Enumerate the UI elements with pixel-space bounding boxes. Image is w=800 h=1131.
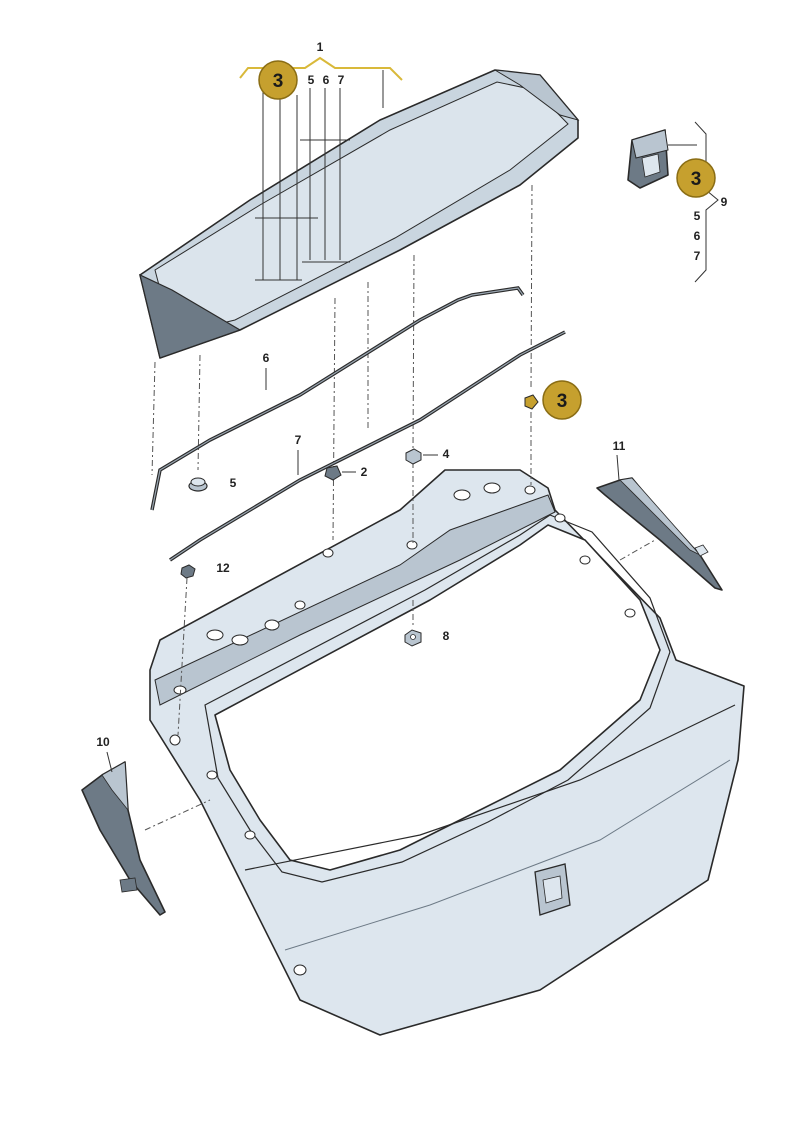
callout-5: 5	[230, 476, 237, 490]
tailgate[interactable]	[149, 469, 745, 1036]
seal-6[interactable]	[150, 286, 525, 511]
nut-8[interactable]	[404, 629, 422, 647]
clip-2[interactable]	[324, 465, 342, 481]
nut-12[interactable]	[180, 564, 196, 579]
callout-leaders	[106, 368, 620, 773]
callout-11: 11	[613, 439, 626, 453]
callout-spoiler-7: 7	[338, 73, 345, 87]
right-trim-icon[interactable]	[596, 477, 723, 591]
callout-10: 10	[96, 735, 110, 749]
tailgate-window-opening	[214, 524, 661, 871]
badge-spoiler[interactable]: 3	[258, 60, 298, 100]
callout-set-7: 7	[694, 249, 701, 263]
callout-set-5: 5	[694, 209, 701, 223]
clip-3[interactable]	[524, 394, 539, 410]
svg-text:3: 3	[273, 71, 284, 92]
svg-text:3: 3	[691, 169, 702, 190]
mounting-lines	[144, 184, 656, 831]
nut-4[interactable]	[405, 448, 422, 465]
callout-2: 2	[361, 465, 368, 479]
spoiler-leaders	[255, 70, 384, 281]
callout-7: 7	[295, 433, 302, 447]
seal-7[interactable]	[169, 330, 566, 562]
set-9-bracket	[694, 121, 719, 283]
badge-clip[interactable]: 3	[542, 380, 582, 420]
left-trim-icon[interactable]	[81, 761, 166, 916]
callout-12: 12	[216, 561, 230, 575]
svg-text:3: 3	[557, 391, 568, 412]
callout-8: 8	[443, 629, 450, 643]
rear-spoiler-icon[interactable]	[139, 69, 580, 359]
callout-spoiler-6: 6	[323, 73, 330, 87]
clip-set-icon[interactable]	[627, 129, 669, 189]
callout-1: 1	[317, 40, 324, 54]
callout-6: 6	[263, 351, 270, 365]
callout-9: 9	[721, 195, 728, 209]
callout-set-6: 6	[694, 229, 701, 243]
callout-4: 4	[443, 447, 450, 461]
badge-set[interactable]: 3	[676, 158, 716, 198]
grommet-5[interactable]	[188, 477, 208, 492]
spoiler-bracket	[239, 56, 403, 81]
callout-spoiler-5: 5	[308, 73, 315, 87]
